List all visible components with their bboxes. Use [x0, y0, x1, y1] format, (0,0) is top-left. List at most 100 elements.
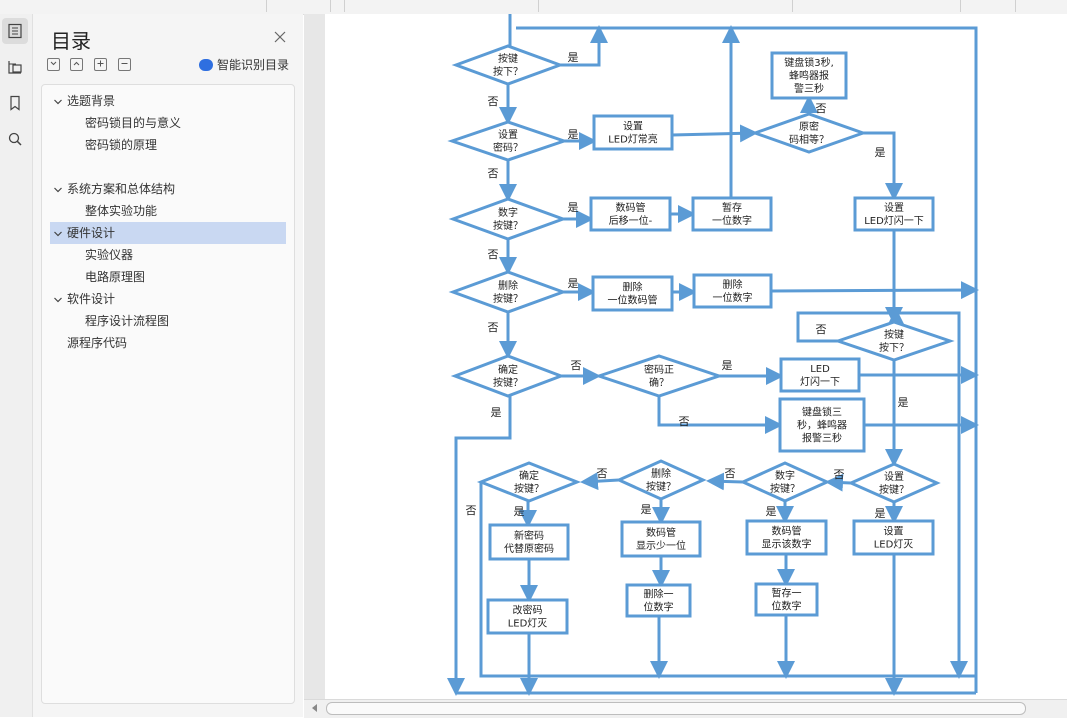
scrollbar-thumb[interactable]	[326, 702, 1026, 715]
decision-node	[833, 320, 955, 362]
yes-label: 是	[568, 51, 579, 64]
process-node	[591, 275, 674, 312]
decision-node	[739, 461, 831, 503]
flow-connector	[770, 281, 979, 300]
yes-label: 是	[491, 406, 502, 419]
smart-toc-button[interactable]: 智能识别目录	[199, 56, 289, 73]
flow-node-text: 蜂鸣器报	[789, 69, 829, 82]
yes-label: 是	[766, 505, 777, 518]
flow-node-text: 按键？	[646, 480, 676, 493]
decision-node	[615, 459, 707, 501]
decision-node	[448, 197, 568, 241]
yes-label: 是	[875, 146, 886, 159]
flow-node-text: 删除	[498, 279, 518, 292]
chevron-down-icon[interactable]	[53, 295, 63, 305]
chevron-down-icon[interactable]	[47, 58, 60, 71]
flow-connector	[863, 131, 903, 201]
flow-node-text: 暂存一	[772, 587, 802, 600]
decision-node	[847, 462, 941, 504]
flow-node-text: 显示该数字	[762, 538, 812, 551]
process-node	[625, 583, 692, 618]
no-label: 否	[679, 415, 690, 428]
horizontal-scrollbar[interactable]	[304, 699, 1067, 718]
flow-node-text: 密码？	[493, 141, 523, 154]
flow-node-text: 警三秒	[794, 82, 824, 95]
flow-node-text: 按键？	[493, 292, 523, 305]
flow-node-text: 数字	[775, 469, 795, 482]
toc-icon[interactable]	[2, 18, 28, 44]
process-node	[592, 114, 674, 151]
chevron-down-icon[interactable]	[53, 97, 63, 107]
flow-node-text: 按键？	[493, 376, 523, 389]
decision-node	[594, 354, 724, 398]
decision-node	[447, 120, 569, 162]
flow-connector	[516, 26, 978, 693]
toc-item-label: 系统方案和总体结构	[67, 182, 176, 196]
flow-node-text: 位数字	[772, 600, 802, 613]
flow-connector	[447, 396, 512, 696]
decision-node	[750, 112, 868, 154]
toc-item[interactable]: 源程序代码	[50, 332, 286, 354]
flow-node-text: 设置	[623, 121, 643, 133]
scroll-left-icon[interactable]	[312, 704, 317, 712]
toc-item[interactable]: 密码锁的原理	[50, 134, 286, 156]
toc-item[interactable]: 程序设计流程图	[50, 310, 286, 332]
yes-label: 是	[875, 507, 886, 520]
flow-node-text: 位数字	[644, 601, 674, 614]
toc-item[interactable]: 密码锁目的与意义	[50, 112, 286, 134]
flow-node-text: LED灯灭	[874, 539, 914, 551]
toc-item-label: 程序设计流程图	[85, 314, 170, 328]
flow-node-text: 设置	[884, 526, 904, 538]
flow-node-text: 键盘锁三	[802, 406, 842, 419]
flow-node-text: 报警三秒	[802, 432, 842, 445]
collapse-all-icon[interactable]	[118, 58, 131, 71]
toc-item-label: 密码锁的原理	[85, 138, 158, 152]
flow-node-text: LED灯灭	[508, 618, 548, 630]
toc-item[interactable]: 软件设计	[50, 288, 286, 310]
toc-item-label: 整体实验功能	[85, 204, 158, 218]
flow-node-text: 确定	[498, 363, 518, 376]
decision-node	[476, 461, 582, 503]
expand-all-icon[interactable]	[94, 58, 107, 71]
flow-node-text: 键盘锁3秒,	[784, 56, 834, 69]
toc-item-label: 源程序代码	[67, 336, 128, 350]
flow-node-text: 数码管	[646, 526, 676, 539]
flow-node-text: 数码管	[616, 201, 646, 214]
flow-node-text: 删除	[623, 281, 643, 294]
yes-label: 是	[568, 201, 579, 214]
no-label: 否	[725, 467, 736, 480]
flow-node-text: 改密码	[513, 604, 543, 617]
toc-item[interactable]: 选题背景	[50, 90, 286, 112]
flow-node-text: 删除	[723, 278, 743, 291]
flow-node-text: 设置	[498, 129, 518, 141]
search-icon[interactable]	[2, 126, 28, 152]
flow-connector	[671, 124, 758, 143]
no-label: 否	[597, 467, 608, 480]
process-node	[778, 397, 866, 453]
toc-panel: 目录 智能识别目录 选题背景密码锁目的与意义密码锁的原理系统方案和总体结构整体实…	[33, 14, 303, 717]
chevron-up-icon[interactable]	[70, 58, 83, 71]
flow-connector	[825, 473, 852, 492]
toc-item-label: 实验仪器	[85, 248, 134, 262]
flow-node-text: 设置	[884, 471, 904, 483]
toc-item[interactable]: 电路原理图	[50, 266, 286, 288]
smart-toc-label: 智能识别目录	[217, 58, 290, 72]
no-label: 否	[488, 95, 499, 108]
flow-node-text: 按键？	[514, 482, 544, 495]
toc-item[interactable]: 硬件设计	[50, 222, 286, 244]
structure-icon[interactable]	[2, 54, 28, 80]
toc-item-label: 选题背景	[67, 94, 116, 108]
toc-item[interactable]: 系统方案和总体结构	[50, 178, 286, 200]
toc-item[interactable]: 整体实验功能	[50, 200, 286, 222]
toc-item[interactable]: 实验仪器	[50, 244, 286, 266]
bookmark-icon[interactable]	[2, 90, 28, 116]
toc-title: 目录	[51, 29, 91, 53]
flow-node-text: 显示少一位	[636, 539, 686, 552]
close-icon[interactable]	[273, 29, 287, 43]
process-node	[754, 582, 819, 617]
flow-node-text: 按键	[884, 328, 904, 341]
chevron-down-icon[interactable]	[53, 185, 63, 195]
chevron-down-icon[interactable]	[53, 229, 63, 239]
flow-node-text: 设置	[884, 202, 904, 214]
top-ruler	[0, 0, 1067, 15]
